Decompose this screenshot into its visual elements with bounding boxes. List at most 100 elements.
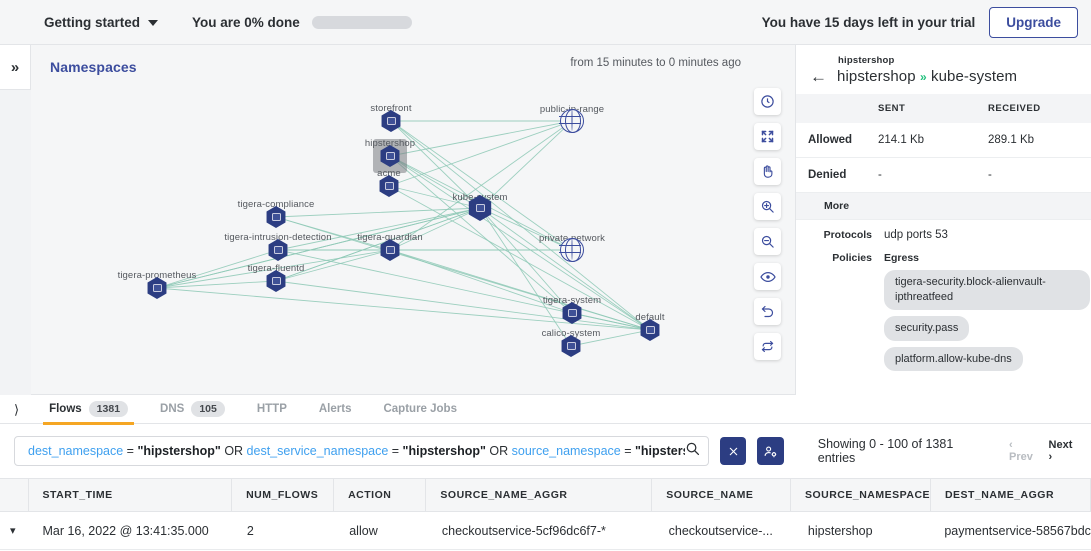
traffic-summary-table: SENT RECEIVED Allowed 214.1 Kb 289.1 Kb … [796, 94, 1091, 193]
search-input[interactable]: dest_namespace = "hipstershop" OR dest_s… [14, 436, 709, 466]
graph-node-tigera-intrusion-detection[interactable]: tigera-intrusion-detection [224, 232, 331, 261]
tab-http[interactable]: HTTP [241, 395, 303, 424]
graph-node-public-ip-range[interactable]: public-ip-range [540, 104, 604, 133]
graph-node-label: default [635, 312, 665, 323]
detail-title: hipstershop » kube-system [837, 68, 1017, 85]
namespace-hex-icon [640, 319, 660, 341]
chevron-down-icon [148, 20, 159, 26]
upgrade-button[interactable]: Upgrade [989, 6, 1078, 38]
graph-node-hipstershop[interactable]: hipstershop [365, 138, 415, 173]
graph-node-label: acme [377, 168, 401, 179]
protocols-label: Protocols [823, 229, 872, 241]
col-received: RECEIVED [988, 94, 1091, 123]
graph-node-kube-system[interactable]: kube-system [453, 192, 507, 221]
cell-source-name-aggr: checkoutservice-5cf96dc6f7-* [441, 523, 606, 538]
user-settings-icon[interactable] [757, 437, 784, 465]
tab-dns[interactable]: DNS 105 [144, 395, 241, 424]
clock-icon[interactable] [754, 88, 781, 115]
detail-header: hipstershop ← hipstershop » kube-system [796, 45, 1091, 94]
graph-node-acme[interactable]: acme [377, 168, 401, 197]
allowed-sent: 214.1 Kb [878, 123, 988, 158]
col-sent: SENT [878, 94, 988, 123]
prev-page-button[interactable]: ‹ Prev [1009, 439, 1033, 463]
col-source-namespace[interactable]: SOURCE_NAMESPACE [791, 479, 931, 511]
graph-node-calico-system[interactable]: calico-system [542, 328, 600, 357]
more-section-header[interactable]: More [796, 193, 1091, 220]
tab-flows[interactable]: Flows 1381 [33, 395, 144, 425]
graph-node-tigera-fluentd[interactable]: tigera-fluentd [248, 263, 304, 292]
policy-pill[interactable]: tigera-security.block-alienvault-ipthrea… [884, 270, 1090, 310]
service-graph-panel[interactable]: Namespaces from 15 minutes to 0 minutes … [31, 45, 795, 395]
row-label-allowed: Allowed [796, 123, 878, 158]
graph-time-range: from 15 minutes to 0 minutes ago [570, 57, 741, 69]
graph-node-label: tigera-fluentd [247, 263, 305, 274]
row-label-denied: Denied [796, 157, 878, 193]
graph-node-label: tigera-compliance [237, 199, 315, 210]
hand-icon[interactable] [754, 158, 781, 185]
chevron-down-icon[interactable]: ▾ [10, 525, 16, 537]
clear-filter-button[interactable] [720, 437, 747, 465]
pagination: ‹ Prev Next › [1009, 439, 1077, 463]
graph-node-storefront[interactable]: storefront [370, 103, 411, 132]
query-token-op: = [388, 444, 403, 458]
tab-alerts-label: Alerts [318, 403, 352, 415]
policy-pill[interactable]: security.pass [884, 315, 970, 341]
policy-pill[interactable]: platform.allow-kube-dns [884, 346, 1023, 372]
namespace-hex-icon [380, 239, 400, 261]
refresh-icon[interactable] [754, 333, 781, 360]
bottom-panel: ⟩ Flows 1381 DNS 105 HTTP Alerts Capture… [0, 395, 1091, 551]
search-icon[interactable] [685, 441, 700, 461]
namespace-hex-icon [561, 335, 581, 357]
namespace-hex-icon [380, 145, 400, 167]
graph-edges [156, 120, 651, 347]
col-source-name[interactable]: SOURCE_NAME [652, 479, 791, 511]
graph-node-default[interactable]: default [635, 312, 665, 341]
results-count: Showing 0 - 100 of 1381 entries [817, 437, 954, 465]
policy-pill-list: tigera-security.block-alienvault-ipthrea… [884, 270, 1091, 377]
cell-num-flows: 2 [246, 523, 254, 538]
getting-started-menu[interactable]: Getting started [44, 15, 159, 30]
graph-node-tigera-system[interactable]: tigera-system [543, 295, 601, 324]
progress-bar [311, 15, 412, 29]
double-chevron-down-icon[interactable]: ⟩ [14, 401, 20, 417]
tab-alerts[interactable]: Alerts [303, 395, 368, 424]
col-action[interactable]: ACTION [334, 479, 427, 511]
double-chevron-right-icon: » [10, 58, 20, 76]
filter-row: dest_namespace = "hipstershop" OR dest_s… [0, 424, 1091, 478]
col-blank [796, 94, 878, 123]
graph-node-tigera-guardian[interactable]: tigera-guardian [357, 232, 423, 261]
query-token-kw: OR [485, 444, 512, 458]
namespace-hex-icon [381, 110, 401, 132]
graph-toolbar [754, 88, 781, 360]
col-start-time[interactable]: START_TIME [29, 479, 233, 511]
back-arrow-icon[interactable]: ← [810, 67, 827, 86]
graph-title: Namespaces [50, 59, 137, 75]
sidebar-expand-button[interactable]: » [0, 45, 31, 90]
expand-icon[interactable] [754, 123, 781, 150]
flow-detail-panel: hipstershop ← hipstershop » kube-system … [795, 45, 1091, 395]
cell-source-namespace: hipstershop [807, 523, 873, 538]
graph-node-tigera-compliance[interactable]: tigera-compliance [238, 199, 314, 228]
detail-title-dest: kube-system [931, 68, 1018, 85]
tab-dns-label: DNS [160, 403, 185, 415]
allowed-received: 289.1 Kb [988, 123, 1091, 158]
col-num-flows[interactable]: NUM_FLOWS [232, 479, 335, 511]
namespace-hex-icon [266, 206, 286, 228]
zoom-in-icon[interactable] [754, 193, 781, 220]
denied-sent: - [878, 157, 988, 193]
protocols-row: Protocols udp ports 53 [796, 220, 1091, 241]
zoom-out-icon[interactable] [754, 228, 781, 255]
col-source-name-aggr[interactable]: SOURCE_NAME_AGGR [426, 479, 653, 511]
col-dest-name-aggr[interactable]: DEST_NAME_AGGR [931, 479, 1091, 511]
next-page-button[interactable]: Next › [1048, 439, 1073, 463]
graph-node-label: calico-system [541, 328, 601, 339]
graph-node-private-network[interactable]: private network [539, 233, 605, 262]
undo-icon[interactable] [754, 298, 781, 325]
tab-capture-jobs[interactable]: Capture Jobs [367, 395, 473, 424]
query-token-val: "hipstershop" [635, 444, 685, 458]
graph-node-tigera-prometheus[interactable]: tigera-prometheus [118, 270, 196, 299]
eye-icon[interactable] [754, 263, 781, 290]
